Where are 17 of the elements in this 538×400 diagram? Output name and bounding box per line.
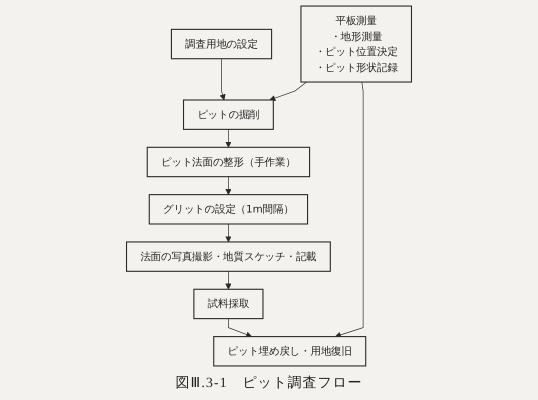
arrow <box>225 176 232 195</box>
arrow <box>225 129 232 148</box>
process-box: ピット埋め戻し・用地復旧 <box>213 336 366 366</box>
arrow <box>228 318 252 338</box>
process-box: グリットの設定（1m間隔） <box>148 194 308 225</box>
process-box: ピットの掘削 <box>182 99 274 130</box>
arrow <box>269 82 307 102</box>
caption: 図Ⅲ.3-1 ピット調査フロー <box>175 374 363 392</box>
arrow <box>334 82 364 338</box>
process-box: ピット法面の整形（手作業） <box>146 146 310 178</box>
process-box: 法面の写真撮影・地質スケッチ・記載 <box>126 241 331 272</box>
process-box: 平板測量 ・地形測量 ・ピット位置決定 ・ピット形状記録 <box>300 6 412 83</box>
arrow <box>225 224 232 242</box>
process-box: 試料採取 <box>193 288 264 320</box>
arrow <box>225 270 232 290</box>
process-box: 調査用地の設定 <box>170 28 272 60</box>
arrow <box>220 58 226 100</box>
